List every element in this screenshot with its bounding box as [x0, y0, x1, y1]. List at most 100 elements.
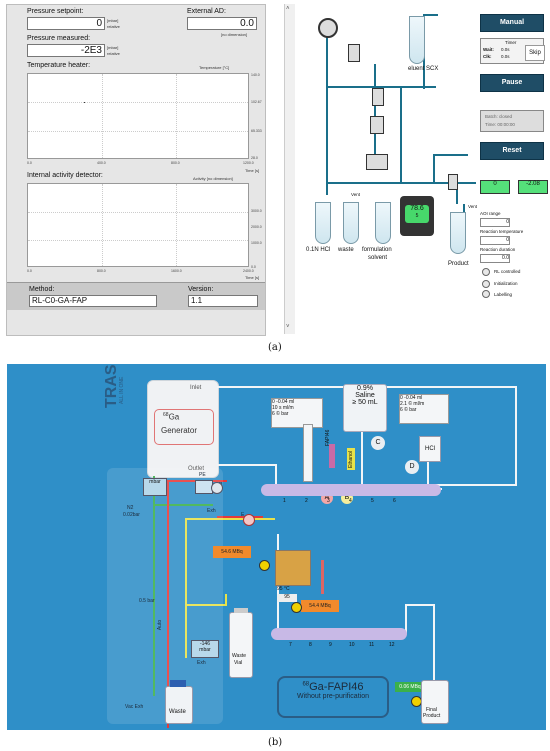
- reactor[interactable]: 78.6 5: [400, 196, 434, 236]
- syringe2-row: 0 -0.04 ml: [400, 395, 423, 401]
- vacuum-line: [217, 516, 263, 518]
- vacuum-line: [167, 480, 169, 728]
- product-mass: 68: [302, 681, 310, 688]
- waste-vial-label2: Vial: [234, 660, 243, 666]
- pump-icon[interactable]: [318, 18, 338, 38]
- reactor-display: 78.6 5: [405, 205, 429, 223]
- activity-xtick: 800.0: [97, 269, 106, 273]
- final-product-label: Final: [426, 707, 437, 713]
- solvent-label: solvent: [368, 255, 388, 261]
- cassette-num: 7: [289, 642, 292, 648]
- product-tube: [450, 212, 466, 254]
- temp-xaxis: Time [s]: [245, 168, 260, 173]
- cassette-num: 3: [327, 498, 330, 504]
- pressure-setpoint-label: Pressure setpoint:: [27, 8, 84, 15]
- tubing: [275, 464, 277, 488]
- version-label: Version:: [188, 286, 214, 293]
- fapi-label: FAPI46: [325, 429, 331, 446]
- eluent-label: eluent SCX: [408, 66, 439, 72]
- final-product-label2: Product: [423, 713, 441, 719]
- green-readout: -2.08: [518, 180, 548, 194]
- pe-label: PE: [199, 472, 206, 478]
- cassette-num: 1: [283, 498, 286, 504]
- pump-icon[interactable]: [211, 482, 223, 494]
- external-ad-field[interactable]: 0.0: [187, 17, 257, 30]
- temp-xtick: 0.0: [27, 161, 32, 165]
- aoi-range-field[interactable]: 0: [480, 218, 510, 227]
- saline-line2: Saline: [355, 392, 375, 399]
- rl-controlled-radio[interactable]: [482, 268, 490, 276]
- aoi-range-label: AOI range: [480, 211, 501, 216]
- generator-label-box: 68Ga Generator: [154, 409, 214, 445]
- timer-box: Timer Wait: 0.0s Clk: 0.0s Skip: [480, 38, 545, 64]
- thermometer-icon: [321, 560, 324, 594]
- caption-b: (b): [268, 737, 283, 748]
- initialization-radio[interactable]: [482, 280, 490, 288]
- tubing: [433, 604, 435, 684]
- reset-button[interactable]: Reset: [480, 142, 544, 160]
- pressure-measured-unit: [mbar]: [107, 45, 119, 50]
- green-readout: 0: [480, 180, 510, 194]
- pipe: [374, 64, 376, 164]
- temp-ytick: 102.67: [251, 100, 262, 104]
- timer-title: Timer: [505, 40, 517, 45]
- scrollbar[interactable]: ˄ ˅: [284, 4, 295, 334]
- reaction-temp-field[interactable]: 0: [480, 236, 510, 245]
- hcl-label: 0.1N HCl: [306, 247, 331, 253]
- version-field[interactable]: 1.1: [188, 295, 258, 307]
- inlet-label: Inlet: [190, 385, 202, 391]
- timer-wait-value: 0.0s: [501, 47, 510, 52]
- synthesizer-screen-photo: TRASIS ALL IN ONE Inlet Outlet 68Ga Gene…: [7, 364, 546, 730]
- valve-icon[interactable]: [348, 44, 360, 62]
- waste-label: waste: [338, 247, 354, 253]
- pressure-setpoint-unit: [mbar]: [107, 18, 119, 23]
- syringe-table-2: 0 -0.04 ml 2.1 © ml/m 6 © bar: [399, 394, 449, 424]
- scroll-down-icon[interactable]: ˅: [286, 324, 290, 330]
- activity-plot-yaxis: Activity [no dimension]: [193, 176, 233, 181]
- syringe2-row: 6 © bar: [400, 407, 417, 413]
- initialization-label: Initialization: [494, 281, 518, 286]
- vent-label: Vent: [468, 204, 478, 209]
- cartridge-icon[interactable]: [370, 116, 384, 134]
- final-product-vial: Final Product: [421, 680, 449, 724]
- pressure-measured-label: Pressure measured:: [27, 35, 91, 42]
- reactor-setpoint[interactable]: 95: [277, 594, 297, 602]
- pause-button[interactable]: Pause: [480, 74, 544, 92]
- formulation-label: formulation: [362, 247, 392, 253]
- ethanol-label: Ethanol: [348, 451, 354, 468]
- process-diagram: eluent SCX 0.1N HCl waste formulation so…: [298, 4, 548, 334]
- cassette-num: 8: [309, 642, 312, 648]
- batch-box: Batch: closed Time: 00:00:00: [480, 110, 544, 132]
- labelling-radio[interactable]: [482, 290, 490, 298]
- generator[interactable]: Inlet Outlet 68Ga Generator: [147, 380, 219, 478]
- cassette-num: 4: [349, 498, 352, 504]
- tubing: [217, 464, 277, 466]
- scroll-up-icon[interactable]: ˄: [286, 6, 290, 12]
- valve-icon[interactable]: [448, 174, 458, 190]
- pressure-setpoint-field[interactable]: 0: [27, 17, 105, 30]
- activity-xtick: 0.0: [27, 269, 32, 273]
- vent-valve-icon[interactable]: [243, 514, 255, 526]
- temp-ytick: 65.333: [251, 129, 262, 133]
- activity-xtick: 2400.0: [243, 269, 254, 273]
- generator-isotope: 68Ga: [163, 412, 179, 422]
- reactor-vessel[interactable]: [275, 550, 311, 586]
- skip-button[interactable]: Skip: [525, 45, 545, 61]
- cassette-num: 5: [371, 498, 374, 504]
- pressure2-readout: 0.02bar: [123, 512, 140, 518]
- control-panel-left: Pressure setpoint: 0 [mbar] relative Ext…: [6, 4, 266, 336]
- product-title: Ga-FAPI46: [309, 681, 364, 693]
- reaction-duration-field[interactable]: 0.0: [480, 254, 510, 263]
- external-ad-unit: [no dimension]: [221, 32, 248, 37]
- bar-label: 0.5 bar: [139, 598, 155, 604]
- method-field[interactable]: RL-C0-GA-FAP: [29, 295, 157, 307]
- bottle-cap: [170, 680, 186, 687]
- manual-button[interactable]: Manual: [480, 14, 544, 32]
- valve-icon[interactable]: [372, 88, 384, 106]
- tubing: [515, 386, 517, 486]
- reaction-duration-label: Reaction duration: [480, 247, 516, 252]
- valve-block-icon[interactable]: [366, 154, 388, 170]
- pipe: [400, 88, 402, 184]
- hcl-tube: [315, 202, 331, 244]
